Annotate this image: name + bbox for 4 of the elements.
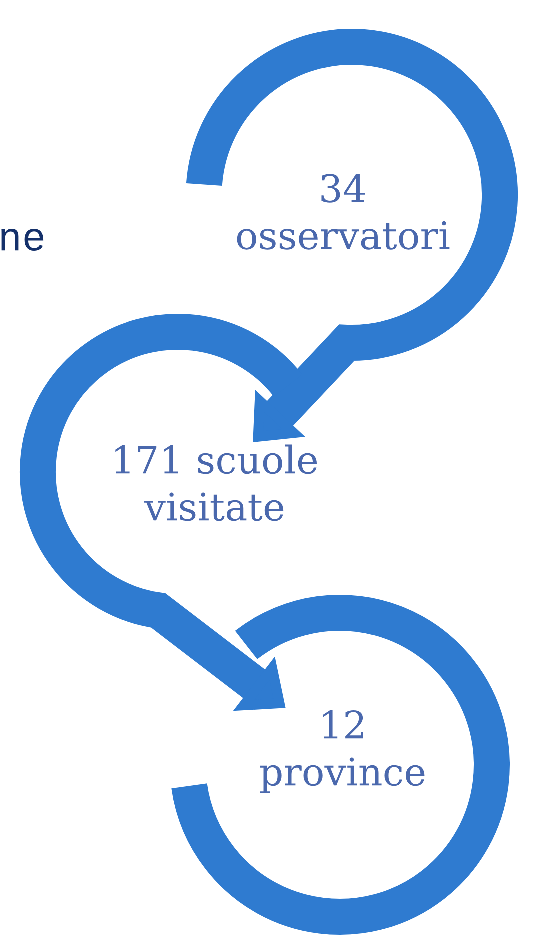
title-fragment: ne [2, 229, 44, 251]
node-text: 12 province [260, 710, 425, 794]
node-text: 171 scuole visitate [116, 444, 318, 522]
node-text: 34 osservatori [237, 174, 450, 250]
